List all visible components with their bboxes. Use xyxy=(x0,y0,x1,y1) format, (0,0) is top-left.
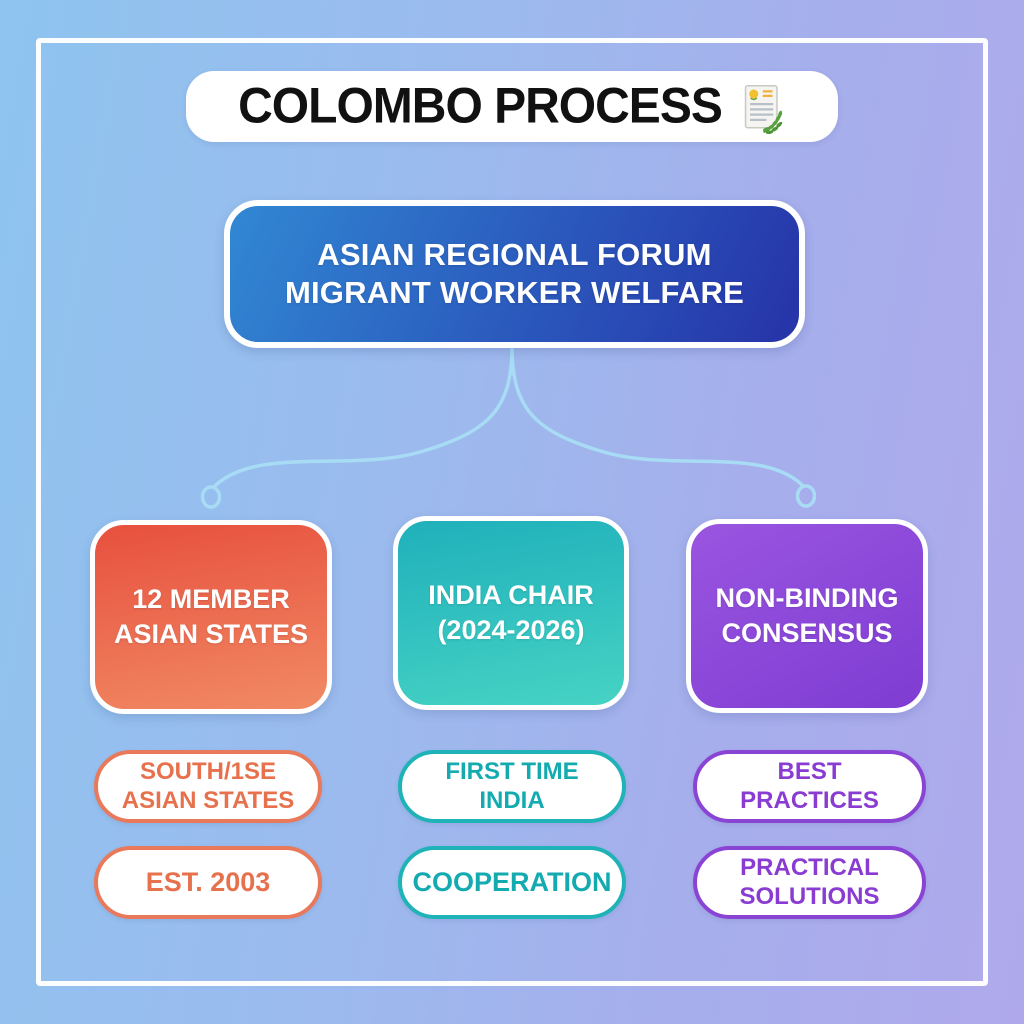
pill-cooperation: COOPERATION xyxy=(398,846,626,919)
branch-consensus-label: NON-BINDING CONSENSUS xyxy=(715,583,899,648)
branch-members-box: 12 MEMBER ASIAN STATES xyxy=(90,520,332,714)
pill-practical-solutions: PRACTICAL SOLUTIONS xyxy=(693,846,926,919)
pill-est-2003: EST. 2003 xyxy=(94,846,322,919)
root-node-label: ASIAN REGIONAL FORUM MIGRANT WORKER WELF… xyxy=(284,237,745,310)
connector-left-branch xyxy=(213,345,514,488)
pill-first-time-india: FIRST TIME INDIA xyxy=(398,750,626,823)
title-card: COLOMBO PROCESS xyxy=(186,71,838,142)
connector-right-branch xyxy=(510,345,805,488)
document-laurel-icon xyxy=(744,84,783,134)
page-title: COLOMBO PROCESS xyxy=(238,78,723,135)
connector-right-terminal-circle xyxy=(795,484,817,508)
branch-chair-label: INDIA CHAIR (2024-2026) xyxy=(428,580,594,645)
pill-south-se-asian-states: SOUTH/1SE ASIAN STATES xyxy=(94,750,322,823)
root-node: ASIAN REGIONAL FORUM MIGRANT WORKER WELF… xyxy=(224,200,805,348)
connector-left-terminal-circle xyxy=(200,485,222,509)
branch-consensus-box: NON-BINDING CONSENSUS xyxy=(686,519,928,713)
branch-chair-box: INDIA CHAIR (2024-2026) xyxy=(393,516,629,710)
pill-best-practices: BEST PRACTICES xyxy=(693,750,926,823)
branch-members-label: 12 MEMBER ASIAN STATES xyxy=(113,584,308,649)
